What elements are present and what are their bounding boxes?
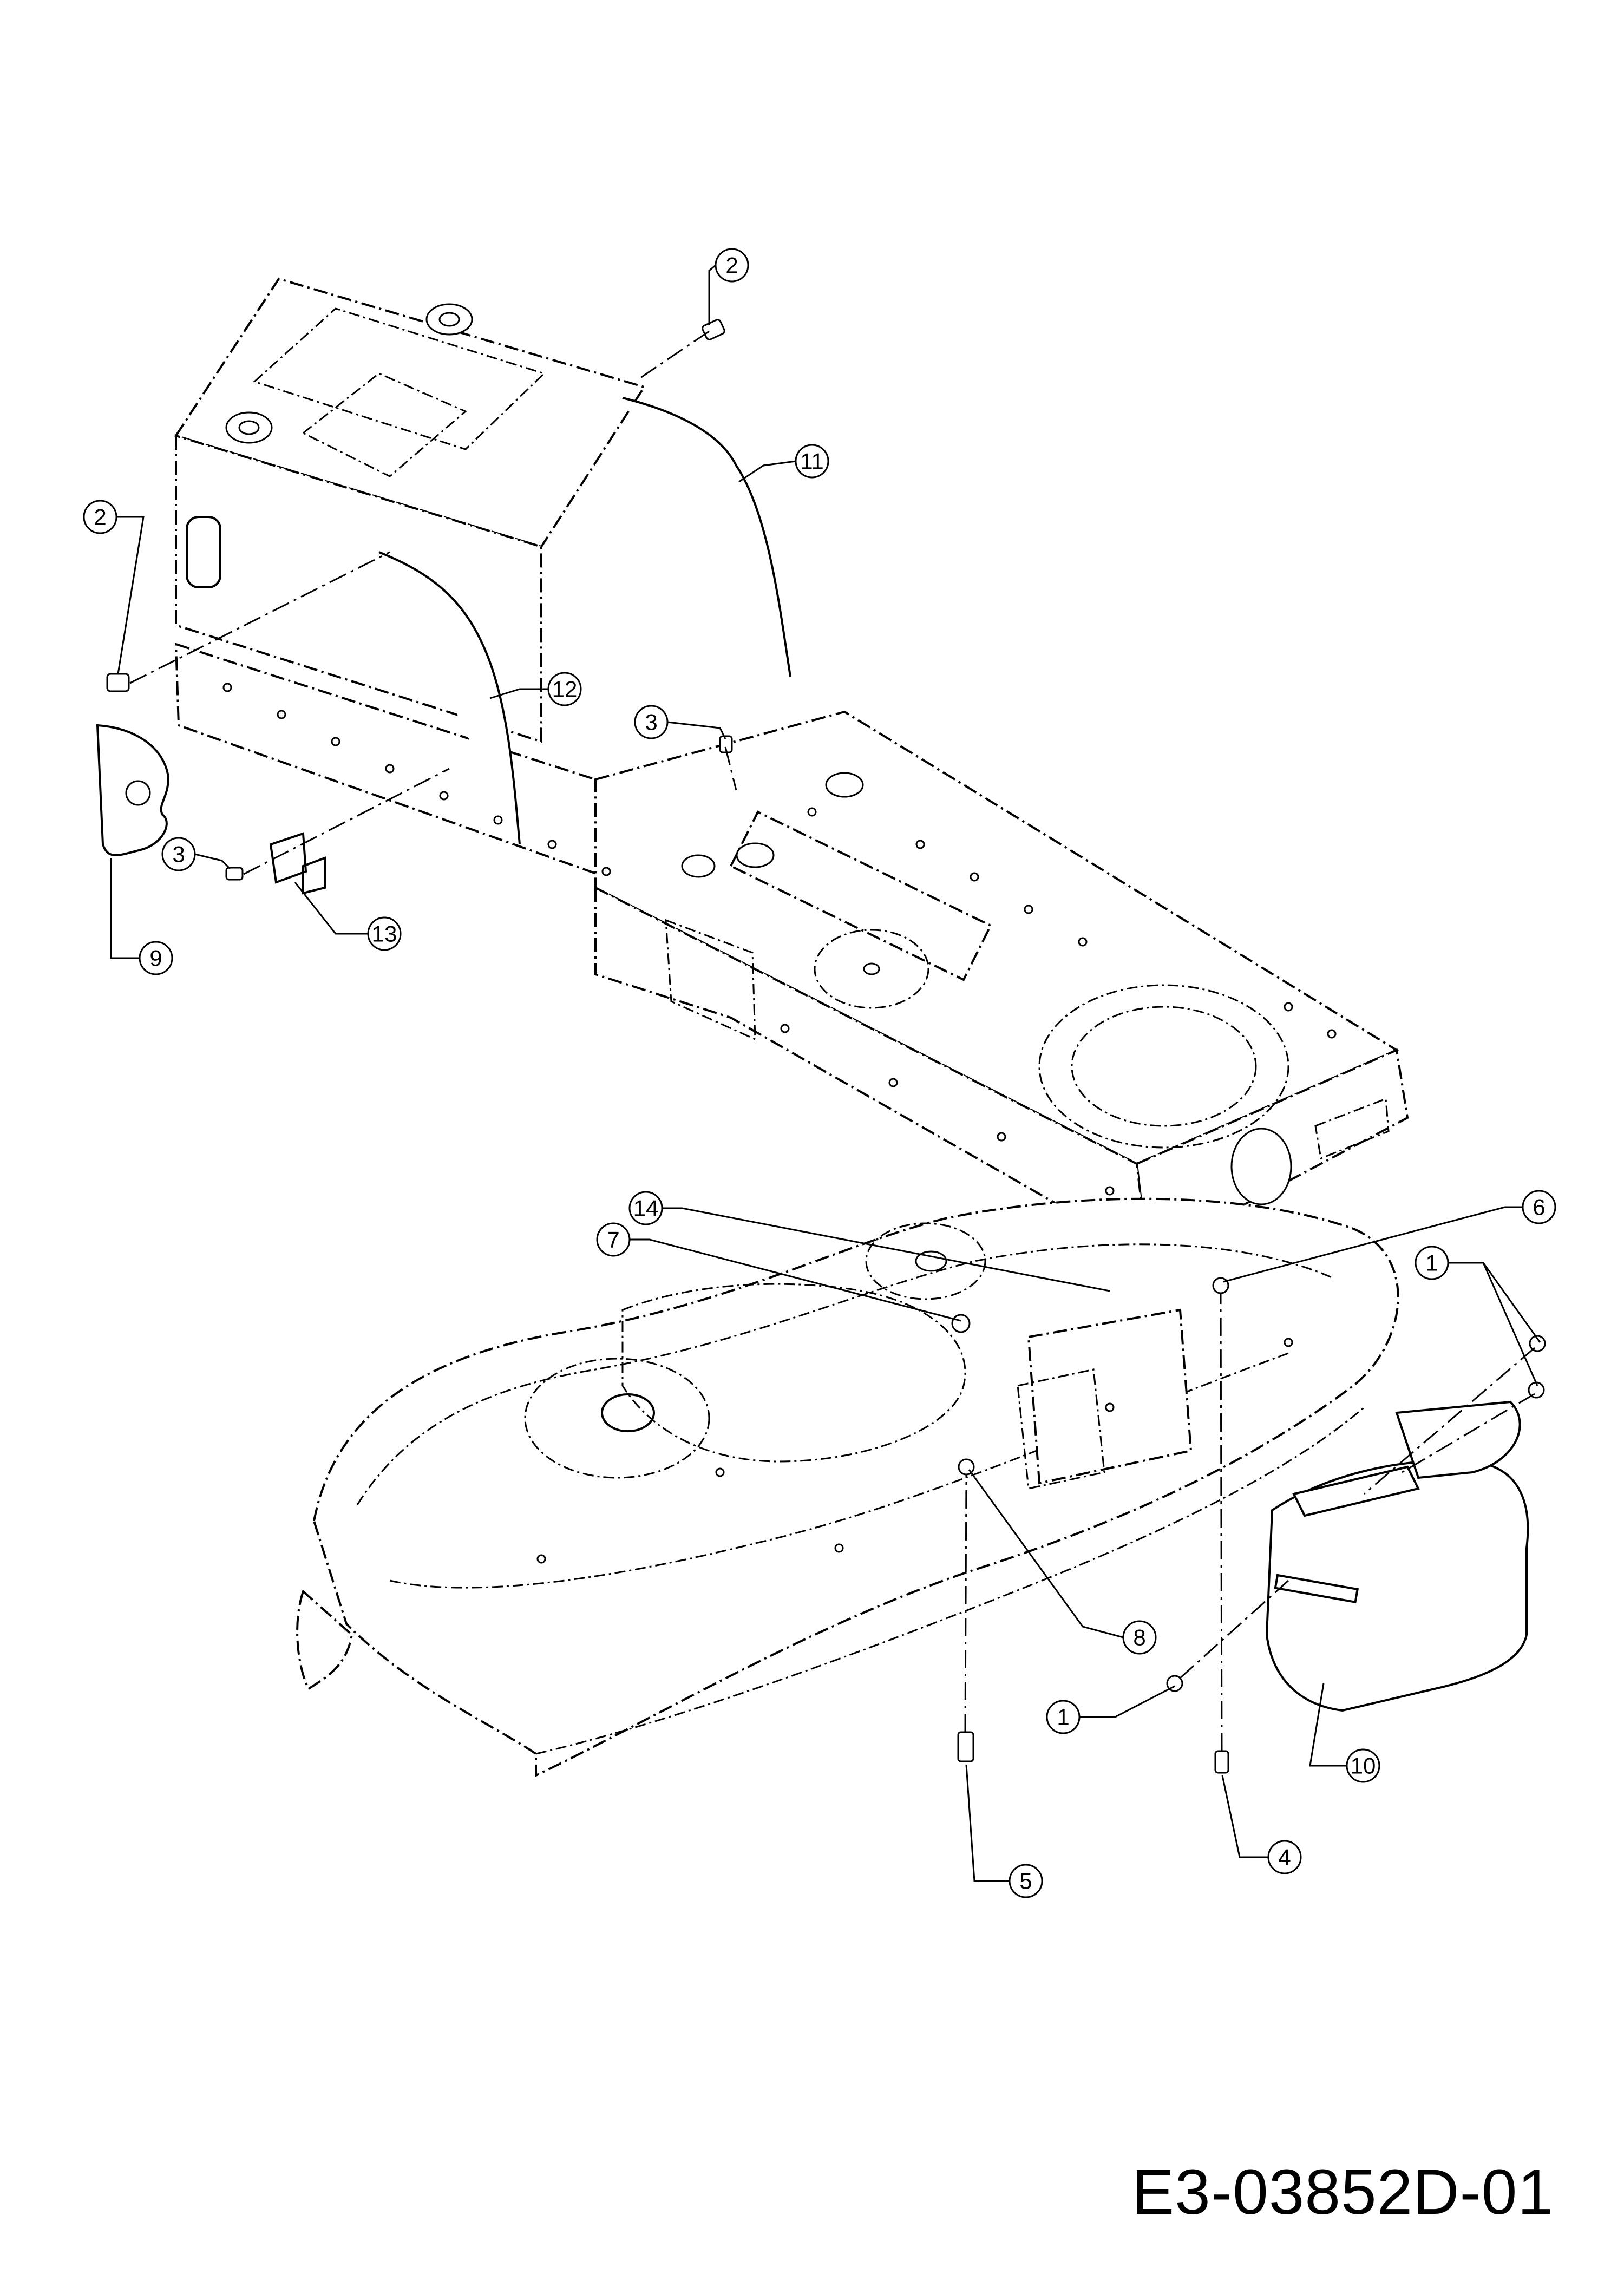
cover-panel-12 — [378, 551, 521, 845]
callout-3-a: 3 — [634, 705, 669, 739]
callout-label: 1 — [1425, 1250, 1438, 1276]
callout-6: 6 — [1522, 1190, 1556, 1224]
tractor-frame — [174, 277, 1409, 1258]
callout-label: 13 — [372, 921, 397, 947]
callout-label: 12 — [552, 677, 578, 702]
callout-label: 3 — [172, 842, 185, 867]
callout-2-b: 2 — [83, 500, 117, 534]
callout-8: 8 — [1122, 1620, 1157, 1655]
callout-label: 10 — [1351, 1753, 1376, 1779]
clip-13 — [269, 832, 326, 895]
frame-holes — [222, 683, 1337, 1228]
callout-label: 1 — [1057, 1705, 1069, 1730]
callout-label: 7 — [607, 1227, 619, 1253]
belt-cover-10 — [1265, 1400, 1529, 1712]
cover-panel-11 — [622, 397, 791, 677]
callout-3-b: 3 — [161, 837, 196, 871]
assembly-lines — [129, 330, 1535, 1752]
callout-5: 5 — [1009, 1864, 1043, 1898]
callout-label: 3 — [645, 710, 657, 735]
callout-1-a: 1 — [1415, 1246, 1449, 1280]
callout-7: 7 — [596, 1222, 631, 1257]
callout-9: 9 — [139, 941, 173, 975]
callout-label: 6 — [1533, 1195, 1545, 1220]
leader-lines — [110, 264, 1541, 1882]
callout-label: 2 — [94, 504, 106, 530]
callout-label: 2 — [725, 253, 738, 278]
drawing-code: E3-03852D-01 — [1131, 2157, 1554, 2228]
callout-10: 10 — [1346, 1748, 1380, 1783]
callout-4: 4 — [1267, 1840, 1302, 1874]
callout-12: 12 — [547, 672, 582, 706]
fasteners — [106, 319, 1546, 1774]
callout-label: 4 — [1278, 1845, 1291, 1870]
callout-label: 14 — [633, 1196, 659, 1221]
callout-label: 8 — [1133, 1625, 1145, 1650]
callout-label: 11 — [800, 449, 824, 474]
callout-14: 14 — [628, 1191, 663, 1225]
callout-label: 5 — [1019, 1869, 1032, 1894]
callout-13: 13 — [367, 916, 402, 951]
callout-2-a: 2 — [715, 248, 749, 283]
plate-hole — [125, 780, 151, 806]
mower-deck — [296, 1197, 1399, 1778]
callout-label: 9 — [149, 946, 162, 971]
callout-11: 11 — [795, 444, 829, 479]
callout-1-b: 1 — [1046, 1700, 1081, 1734]
